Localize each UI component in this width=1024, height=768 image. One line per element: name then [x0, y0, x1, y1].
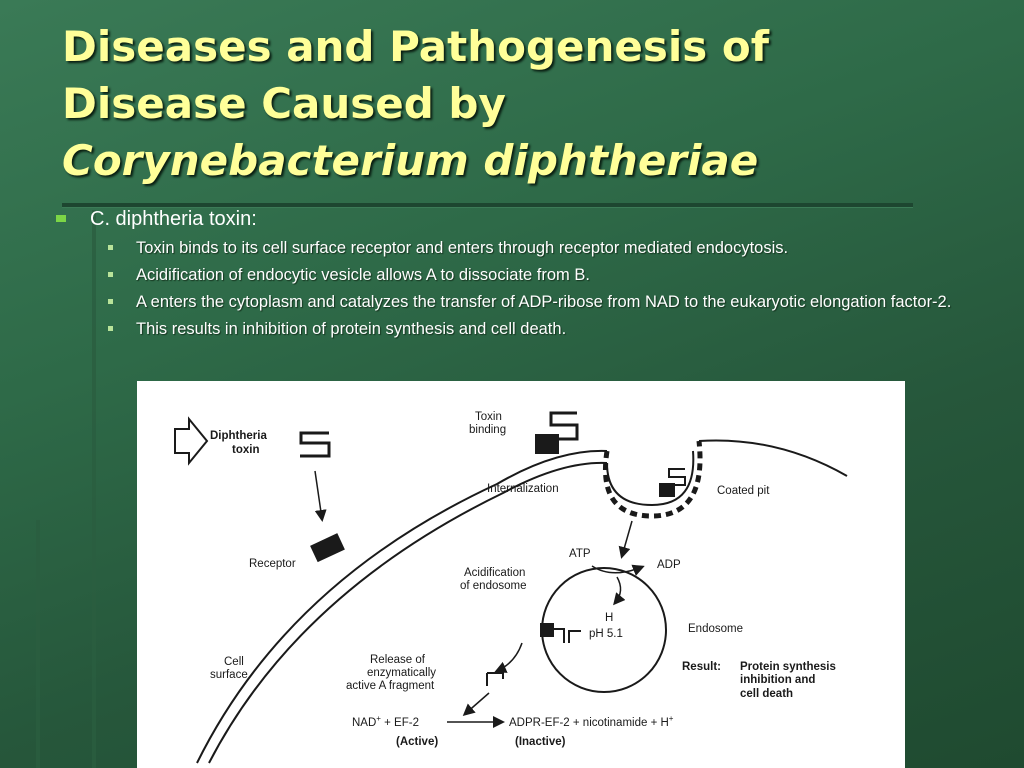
- arrow-down-toxin: [314, 470, 327, 522]
- arrow-release: [494, 642, 523, 673]
- label-h-plus: H: [605, 612, 613, 624]
- label-toxin-binding-1: Toxin: [475, 411, 502, 423]
- bullet-main-text: C. diphtheria toxin:: [90, 208, 257, 230]
- sub-bullet-text: Toxin binds to its cell surface receptor…: [136, 239, 789, 257]
- coated-pit-inner: [606, 450, 695, 507]
- arrow-pit-to-endosome: [618, 520, 633, 559]
- plus-superscript: +: [669, 714, 674, 723]
- toxin-molecule-icon: [299, 431, 331, 458]
- label-ph: pH 5.1: [589, 628, 623, 640]
- ef2-text: + EF-2: [381, 717, 419, 729]
- label-cell-1: Cell: [224, 656, 244, 668]
- sub-bullet: This results in inhibition of protein sy…: [108, 318, 956, 340]
- receptor-icon: [310, 533, 345, 563]
- bullet-square-icon: [108, 299, 113, 304]
- label-active: (Active): [396, 736, 438, 748]
- label-result-1: Protein synthesis: [740, 661, 836, 673]
- decorative-line: [92, 210, 96, 768]
- sub-bullet: Toxin binds to its cell surface receptor…: [108, 237, 956, 259]
- sub-bullet-text: This results in inhibition of protein sy…: [136, 320, 567, 338]
- decorative-line: [36, 520, 40, 768]
- label-release-3: active A fragment: [346, 680, 435, 692]
- title-divider: [62, 203, 913, 207]
- label-inactive: (Inactive): [515, 736, 566, 748]
- cell-membrane-right: [698, 439, 848, 477]
- nad-text: NAD: [352, 717, 376, 729]
- bullet-square-icon: [108, 326, 113, 331]
- a-fragment-icon: [486, 672, 504, 686]
- adpr-text: ADPR-EF-2 + nicotinamide + H: [509, 717, 669, 729]
- sub-bullet: Acidification of endocytic vesicle allow…: [108, 264, 956, 286]
- slide-title: Diseases and Pathogenesis of Disease Cau…: [62, 18, 962, 189]
- title-line-2: Disease Caused by: [62, 79, 506, 128]
- label-nad-ef2: NAD+ + EF-2: [352, 714, 419, 729]
- hollow-arrow-icon: [174, 416, 209, 466]
- cell-membrane-outer: [196, 449, 608, 764]
- arrow-proton: [613, 576, 626, 606]
- label-result: Result:: [682, 661, 721, 673]
- sub-bullet-text: Acidification of endocytic vesicle allow…: [136, 266, 590, 284]
- label-coated-pit: Coated pit: [717, 485, 770, 497]
- toxin-molecule-icon: [668, 468, 686, 486]
- label-internalization: Internalization: [487, 483, 559, 495]
- title-line-3: Corynebacterium diphtheriae: [62, 136, 759, 185]
- label-receptor: Receptor: [249, 558, 296, 570]
- coated-pit: [603, 440, 703, 519]
- bullet-square-icon: [56, 215, 66, 222]
- toxin-b-fragment-icon: [554, 628, 581, 643]
- bullet-square-icon: [108, 272, 113, 277]
- label-adp: ADP: [657, 559, 681, 571]
- label-release-2: enzymatically: [367, 667, 436, 679]
- bullet-list: C. diphtheria toxin: Toxin binds to its …: [56, 206, 956, 340]
- toxin-in-pit-icon: [659, 483, 675, 497]
- label-result-2: inhibition and: [740, 674, 815, 686]
- bullet-square-icon: [108, 245, 113, 250]
- diagram-svg: Diphtheria toxin Toxin binding Internali…: [174, 411, 848, 764]
- label-acidification-2: of endosome: [460, 580, 527, 592]
- plus-superscript: +: [376, 714, 381, 723]
- label-atp: ATP: [569, 548, 591, 560]
- label-diphtheria: Diphtheria: [210, 430, 267, 442]
- label-adpr: ADPR-EF-2 + nicotinamide + H+: [509, 714, 674, 729]
- sub-bullet-text: A enters the cytoplasm and catalyzes the…: [136, 293, 952, 311]
- label-toxin-binding-2: binding: [469, 424, 506, 436]
- label-endosome: Endosome: [688, 623, 743, 635]
- label-result-3: cell death: [740, 688, 793, 700]
- receptor-toxin-complex-icon: [535, 434, 559, 454]
- bullet-main: C. diphtheria toxin:: [56, 206, 956, 232]
- toxin-in-endosome-icon: [540, 623, 554, 637]
- sub-bullet: A enters the cytoplasm and catalyzes the…: [108, 291, 956, 313]
- arrow-a-fragment: [462, 692, 490, 716]
- label-release-1: Release of: [370, 654, 426, 666]
- toxin-molecule-icon: [549, 411, 579, 441]
- label-cell-2: surface: [210, 669, 248, 681]
- toxin-mechanism-diagram: Diphtheria toxin Toxin binding Internali…: [137, 381, 905, 768]
- title-line-1: Diseases and Pathogenesis of: [62, 22, 770, 71]
- cell-membrane-inner: [208, 461, 608, 764]
- label-acidification-1: Acidification: [464, 567, 525, 579]
- sub-bullet-list: Toxin binds to its cell surface receptor…: [108, 237, 956, 340]
- label-toxin: toxin: [232, 444, 259, 456]
